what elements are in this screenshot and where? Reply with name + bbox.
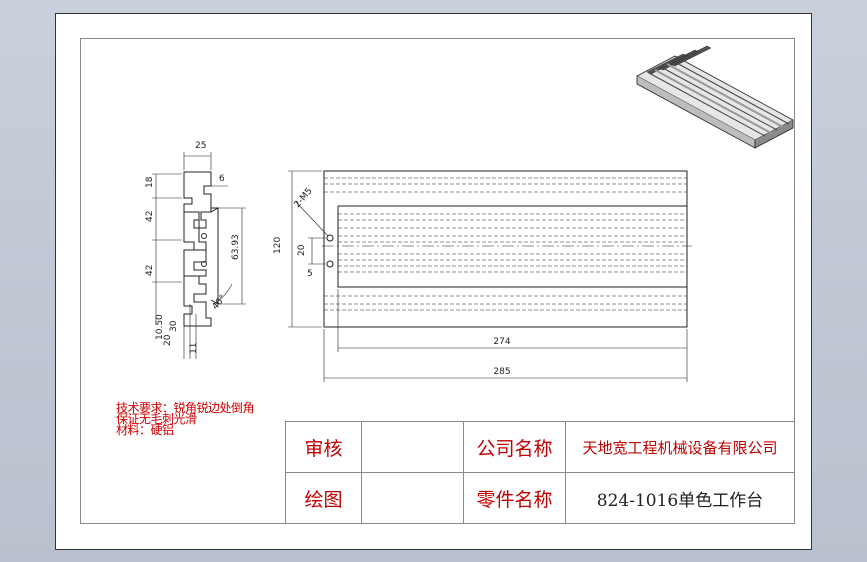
dim-6393: 63.93 <box>231 234 241 260</box>
title-block-divider-1 <box>361 422 362 523</box>
plate-hole-bottom <box>326 260 334 268</box>
dim-total-length: 285 <box>493 367 510 377</box>
profile-hole-top <box>201 233 207 239</box>
drawing-label: 绘图 <box>304 488 343 511</box>
isometric-view <box>636 45 794 149</box>
dim-slot-offset: 6 <box>219 174 225 184</box>
technical-notes: 技术要求：锐角锐边处倒角 保证无毛刺光滑 材料：硬铝 <box>116 401 255 437</box>
company-value: 天地宽工程机械设备有限公司 <box>582 438 778 457</box>
part-value: 824-1016单色工作台 <box>596 490 764 511</box>
drawing-signature-field[interactable] <box>362 473 463 523</box>
dim-20: 20 <box>163 334 173 346</box>
plate-inner-outline <box>337 205 687 288</box>
profile-lower-outline <box>183 275 212 327</box>
drawing-sheet: 25 6 18 42 42 63.93 40° 10.50 20 30 11 <box>55 13 812 550</box>
note-requirement: 技术要求：锐角锐边处倒角 <box>116 401 255 415</box>
profile-hole-bottom <box>201 261 207 267</box>
review-signature-field[interactable] <box>362 422 463 472</box>
profile-section-view <box>152 152 246 359</box>
drawing-frame <box>80 38 795 524</box>
profile-mid-lower <box>183 249 207 277</box>
dim-height: 120 <box>273 237 283 254</box>
profile-upper-outline <box>183 171 212 229</box>
dim-pitch-lower: 42 <box>145 265 155 276</box>
dim-1050: 10.50 <box>155 314 165 340</box>
dim-11: 11 <box>189 343 199 354</box>
dim-profile-width: 25 <box>195 141 206 151</box>
dim-30: 30 <box>169 320 179 332</box>
dim-inner-length: 274 <box>493 337 510 347</box>
dim-top-pitch: 18 <box>145 176 155 188</box>
dim-angle: 40° <box>211 293 229 312</box>
note-deburr: 保证无毛刺光滑 <box>116 412 197 426</box>
review-label: 审核 <box>304 437 343 460</box>
technical-drawing: 25 6 18 42 42 63.93 40° 10.50 20 30 11 <box>145 45 794 382</box>
plate-hole-top <box>326 234 334 242</box>
dim-hole-spec: 2-M5 <box>293 186 315 210</box>
dim-hole-pitch: 20 <box>297 244 307 256</box>
dim-pitch-upper: 42 <box>145 211 155 222</box>
part-label: 零件名称 <box>476 488 553 511</box>
note-material: 材料：硬铝 <box>116 423 174 437</box>
profile-mid-upper <box>183 211 207 251</box>
dim-hole-offset: 5 <box>307 269 313 279</box>
profile-flange <box>210 207 219 305</box>
title-block: 审核 绘图 公司名称 零件名称 天地宽工程机械设备有限公司 824-1016单色… <box>285 421 794 523</box>
title-block-divider-2 <box>463 422 464 523</box>
plate-outline <box>323 170 688 328</box>
title-block-divider-3 <box>565 422 566 523</box>
company-label: 公司名称 <box>476 437 553 460</box>
plate-front-view <box>288 170 692 382</box>
plate-hidden-lines <box>324 177 687 311</box>
title-block-divider-h <box>286 472 794 473</box>
